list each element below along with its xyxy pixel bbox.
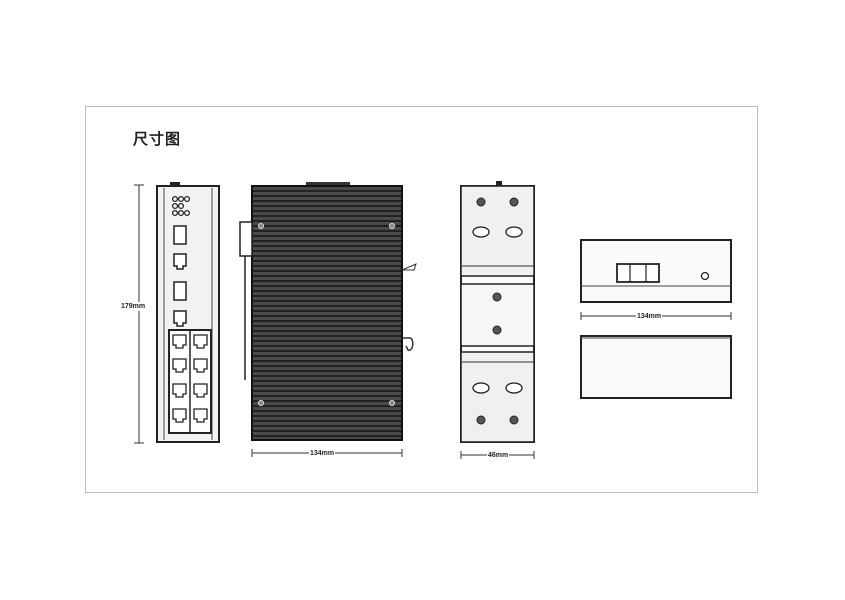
- height-dimension-line: [134, 184, 144, 444]
- ground-screw: [700, 271, 710, 281]
- top-width-dimension-label: 134mm: [636, 312, 663, 321]
- front-width-dimension-label: 46mm: [487, 451, 510, 460]
- latch-top: [401, 263, 417, 271]
- uplink-port-2: [173, 310, 187, 327]
- sfp-slot-2: [173, 281, 187, 301]
- mount-plate-top: [460, 185, 535, 277]
- heatsink-body: [251, 185, 403, 441]
- screw-holes: [257, 222, 395, 406]
- drawing-frame: [85, 106, 758, 493]
- side-width-dimension-label: 134mm: [309, 449, 336, 458]
- side-view: [239, 182, 417, 457]
- din-rail-clip-top: [239, 221, 253, 257]
- top-clip: [170, 182, 180, 187]
- top-view: [580, 239, 732, 320]
- rear-screws: [476, 197, 519, 425]
- sfp-slot-1: [173, 225, 187, 245]
- bottom-view-body: [580, 335, 732, 399]
- bottom-view: [580, 335, 732, 399]
- led-indicators: [171, 195, 191, 217]
- uplink-port-1: [173, 253, 187, 270]
- height-dimension-label: 179mm: [120, 302, 147, 311]
- power-terminal: [616, 263, 660, 283]
- mounting-slots: [472, 226, 523, 394]
- latch-bottom: [402, 337, 414, 351]
- front-panel-view: [134, 182, 220, 444]
- rear-view: [460, 181, 535, 459]
- mount-plate-bottom: [460, 351, 535, 443]
- drawing-title: 尺寸图: [133, 130, 182, 148]
- rj45-ports: [172, 334, 208, 423]
